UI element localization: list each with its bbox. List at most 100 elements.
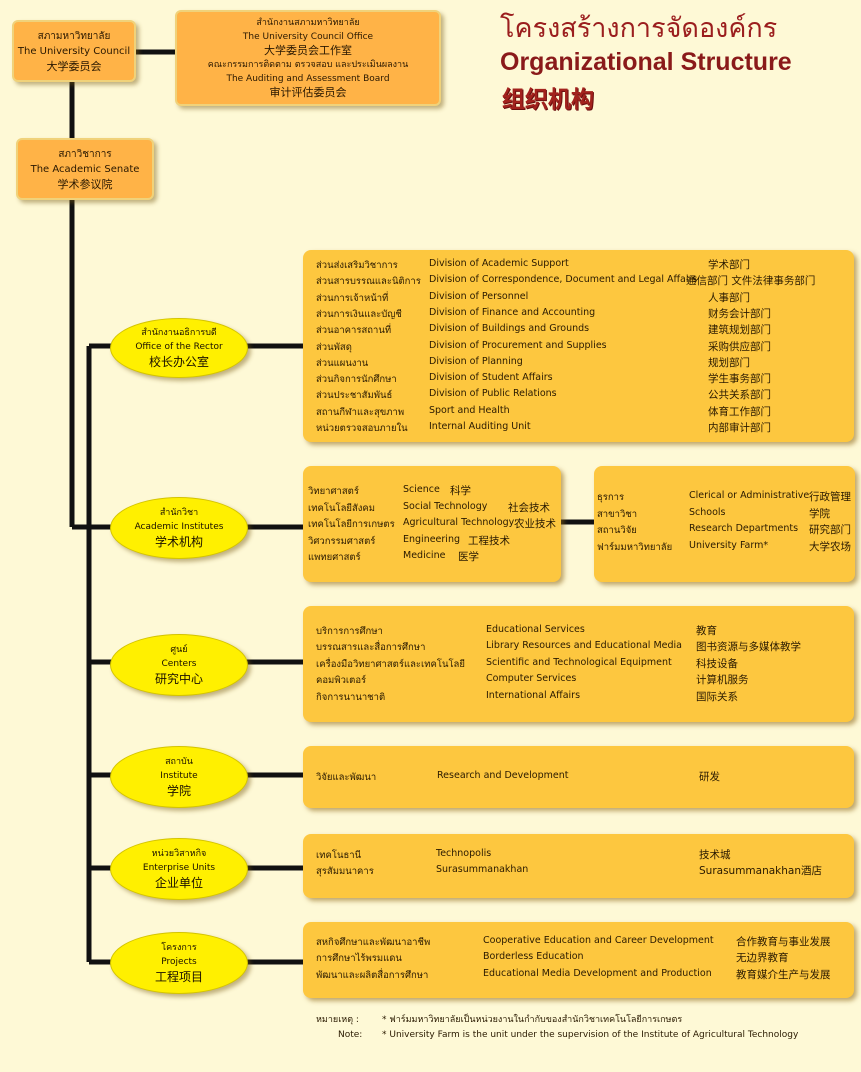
unit-chinese: 学院	[166, 784, 191, 798]
note-en-text: * University Farm is the unit under the …	[382, 1030, 799, 1040]
audit-board-english: The Auditing and Assessment Board	[226, 74, 390, 84]
row-english: Schools	[689, 506, 726, 518]
row-english: Library Resources and Educational Media	[486, 640, 682, 652]
row-chinese: 科学	[450, 485, 471, 497]
panel-row: ส่วนพัสดุ Division of Procurement and Sup…	[316, 340, 856, 354]
audit-board-chinese: 审计评估委员会	[269, 86, 347, 99]
row-chinese: 大学农场	[809, 540, 851, 553]
row-english: Engineering	[403, 533, 460, 545]
row-chinese: 公共关系部门	[708, 389, 771, 402]
row-thai: บรรณสารและสื่อการศึกษา	[316, 642, 426, 654]
row-chinese: Surasummanakhan酒店	[699, 865, 823, 878]
institute-panel	[303, 746, 854, 808]
row-english: Educational Media Development and Produc…	[483, 967, 712, 979]
row-thai: ส่วนอาคารสถานที่	[316, 325, 392, 337]
panel-row: พัฒนาและผลิตสื่อการศึกษา Educational Medi…	[316, 968, 856, 982]
row-thai: ส่วนประชาสัมพันธ์	[316, 390, 393, 402]
enterprise-panel	[303, 834, 854, 898]
unit-thai: โครงการ	[161, 943, 197, 953]
council-office-box: สำนักงานสภามหาวิทยาลัย The University Co…	[175, 10, 441, 106]
row-english: Educational Services	[486, 624, 585, 635]
row-english: Clerical or Administrative	[689, 490, 810, 501]
row-chinese: 通信部门 文件法律事务部门	[686, 275, 816, 288]
row-english: Sport and Health	[429, 404, 510, 416]
unit-chinese: 研究中心	[154, 672, 203, 686]
row-chinese: 行政管理	[809, 491, 851, 503]
unit-projects-ellipse: โครงการ Projects 工程项目	[110, 932, 248, 994]
row-thai: วิศวกรรมศาสตร์	[308, 535, 376, 547]
panel-row: คอมพิวเตอร์ Computer Services 计算机服务	[316, 673, 856, 687]
row-chinese: 工程技术	[468, 534, 510, 547]
senate-thai: สภาวิชาการ	[58, 148, 112, 160]
row-thai: เทคโนโลยีสังคม	[308, 502, 376, 514]
row-thai: ส่วนกิจการนักศึกษา	[316, 374, 397, 386]
row-thai: สถานกีฬาและสุขภาพ	[316, 406, 405, 418]
row-thai: เทคโนธานี	[316, 850, 362, 861]
university-council-box: สภามหาวิทยาลัย The University Council 大学…	[12, 20, 136, 82]
row-chinese: 研究部门	[809, 524, 851, 536]
row-thai: ส่วนการเจ้าหน้าที่	[316, 292, 389, 304]
unit-chinese: 工程项目	[154, 970, 203, 984]
row-english: Division of Correspondence, Document and…	[429, 274, 698, 286]
row-thai: คอมพิวเตอร์	[316, 675, 367, 687]
unit-chinese: 学术机构	[154, 535, 203, 549]
unit-thai: สำนักวิชา	[159, 508, 199, 518]
unit-thai: ศูนย์	[170, 645, 188, 655]
unit-chinese: 企业单位	[154, 876, 203, 890]
row-english: Cooperative Education and Career Develop…	[483, 935, 714, 946]
row-chinese: 学术部门	[708, 259, 750, 271]
row-thai: สาขาวิชา	[597, 508, 638, 520]
row-chinese: 教育媒介生产与发展	[736, 968, 831, 981]
unit-english: Enterprise Units	[142, 863, 216, 873]
council-thai: สภามหาวิทยาลัย	[37, 30, 111, 42]
senate-chinese: 学术参议院	[57, 177, 113, 191]
unit-academic-institutes-ellipse: สำนักวิชา Academic Institutes 学术机构	[110, 497, 248, 559]
row-thai: ฟาร์มมหาวิทยาลัย	[597, 541, 673, 553]
unit-centers-ellipse: ศูนย์ Centers 研究中心	[110, 634, 248, 696]
row-chinese: 人事部门	[708, 291, 750, 304]
row-chinese: 建筑规划部门	[708, 324, 771, 337]
row-english: Division of Procurement and Supplies	[429, 339, 607, 351]
row-thai: วิทยาศาสตร์	[308, 486, 359, 497]
row-chinese: 计算机服务	[696, 674, 749, 687]
audit-board-thai: คณะกรรมการติดตาม ตรวจสอบ และประเมินผลงาน	[207, 60, 409, 70]
row-chinese: 图书资源与多媒体教学	[696, 641, 801, 654]
panel-row: ส่วนการเงินและบัญชีDivision of Finance a…	[316, 307, 856, 321]
note-thai-label: หมายเหตุ :	[316, 1015, 359, 1025]
row-chinese: 无边界教育	[736, 952, 789, 965]
row-english: Technopolis	[436, 848, 492, 859]
panel-row: วิศวกรรมศาสตร์ Engineering 工程技术	[308, 534, 848, 548]
row-english: International Affairs	[486, 689, 581, 701]
row-thai: หน่วยตรวจสอบภายใน	[316, 423, 408, 434]
row-english: Computer Services	[486, 673, 577, 685]
panel-row: สถานกีฬาและสุขภาพ Sport and Health 体育工作部门	[316, 405, 856, 419]
row-english: Division of Finance and Accounting	[429, 306, 596, 318]
row-english: Division of Planning	[429, 355, 523, 367]
title-chinese: 组织机构	[502, 87, 594, 113]
row-thai: ส่วนส่งเสริมวิชาการ	[316, 260, 398, 271]
institute-subunits-panel	[594, 466, 855, 582]
projects-panel	[303, 922, 854, 998]
row-english: Research Departments	[689, 523, 799, 534]
row-english: Medicine	[403, 550, 446, 561]
row-english: Research and Development	[437, 770, 569, 781]
row-thai: พัฒนาและผลิตสื่อการศึกษา	[316, 969, 429, 981]
council-chinese: 大学委员会	[46, 59, 102, 73]
row-chinese: 体育工作部门	[708, 405, 771, 418]
row-thai: ส่วนพัสดุ	[316, 341, 352, 353]
row-chinese: 科技设备	[696, 657, 738, 670]
title-thai: โครงสร้างการจัดองค์กร	[500, 13, 778, 44]
row-thai: กิจการนานาชาติ	[316, 691, 386, 703]
row-english: Social Technology	[403, 500, 488, 512]
